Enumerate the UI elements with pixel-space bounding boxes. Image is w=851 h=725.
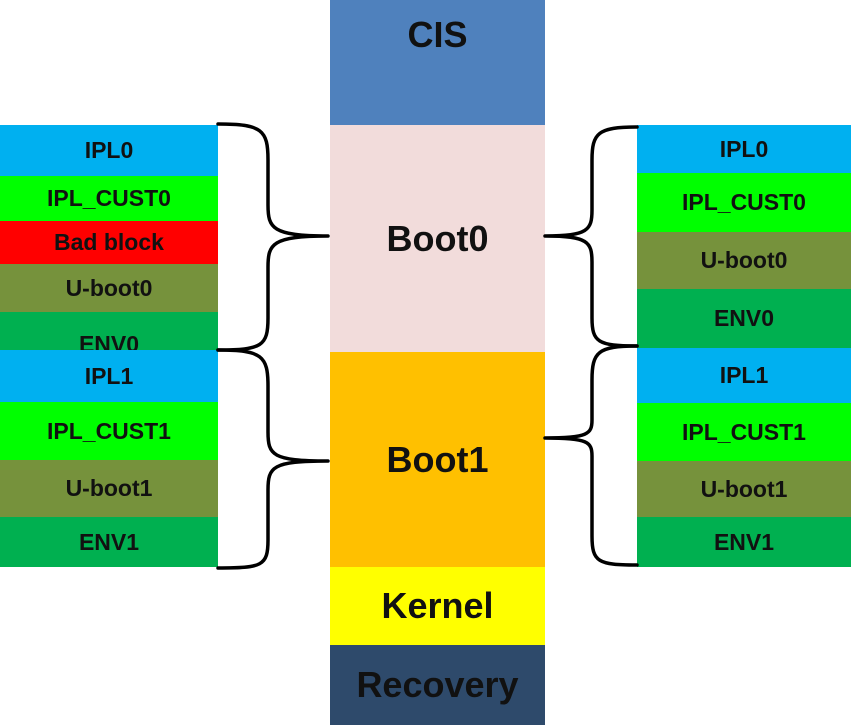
- boot0-label: Boot0: [386, 217, 489, 259]
- boot1-partition: Boot1: [330, 352, 545, 567]
- left-ipl-cust1-label: IPL_CUST1: [47, 417, 171, 444]
- left-ipl0-block: IPL0: [0, 125, 218, 176]
- left-ipl-cust0-block: IPL_CUST0: [0, 176, 218, 221]
- left-uboot0-block: U-boot0: [0, 264, 218, 312]
- left-bad-block: Bad block: [0, 221, 218, 264]
- left-env1-block: ENV1: [0, 517, 218, 567]
- kernel-label: Kernel: [381, 585, 494, 626]
- right-ipl0-label: IPL0: [719, 135, 769, 162]
- recovery-partition: Recovery: [330, 645, 545, 725]
- right-ipl-cust0-label: IPL_CUST0: [682, 189, 806, 215]
- right-env1-block: ENV1: [637, 517, 851, 567]
- right-uboot0-label: U-boot0: [700, 247, 788, 273]
- left-ipl-cust1-block: IPL_CUST1: [0, 402, 218, 460]
- right-env1-label: ENV1: [713, 528, 775, 555]
- left-ipl0-label: IPL0: [84, 137, 134, 163]
- right-env0-label: ENV0: [713, 305, 775, 331]
- left-uboot1-label: U-boot1: [65, 475, 153, 501]
- right-ipl1-block: IPL1: [637, 348, 851, 403]
- right-uboot1-label: U-boot1: [700, 475, 788, 502]
- right-ipl1-label: IPL1: [719, 362, 769, 388]
- left-ipl1-block: IPL1: [0, 350, 218, 402]
- right-boot1-brace: [543, 344, 639, 567]
- left-bad-block-label: Bad block: [54, 229, 164, 255]
- right-env0-block: ENV0: [637, 289, 851, 348]
- right-ipl0-block: IPL0: [637, 125, 851, 173]
- left-env0-label: ENV0: [78, 331, 140, 350]
- right-ipl-cust1-block: IPL_CUST1: [637, 403, 851, 461]
- kernel-partition: Kernel: [330, 567, 545, 645]
- left-uboot1-block: U-boot1: [0, 460, 218, 517]
- cis-partition: CIS: [330, 0, 545, 125]
- right-uboot0-block: U-boot0: [637, 232, 851, 289]
- recovery-label: Recovery: [356, 664, 519, 705]
- right-boot0-brace: [543, 125, 639, 348]
- boot0-partition: Boot0: [330, 125, 545, 352]
- left-uboot0-label: U-boot0: [65, 274, 153, 301]
- boot1-label: Boot1: [386, 438, 489, 480]
- left-env0-block: ENV0: [0, 312, 218, 350]
- right-uboot1-block: U-boot1: [637, 461, 851, 517]
- left-ipl1-label: IPL1: [84, 362, 134, 389]
- left-env1-label: ENV1: [78, 528, 140, 555]
- left-boot0-brace: [216, 122, 330, 352]
- right-ipl-cust0-block: IPL_CUST0: [637, 173, 851, 232]
- right-ipl-cust1-label: IPL_CUST1: [682, 418, 806, 445]
- left-boot1-brace: [216, 348, 330, 570]
- cis-label: CIS: [407, 14, 468, 55]
- left-ipl-cust0-label: IPL_CUST0: [47, 185, 171, 211]
